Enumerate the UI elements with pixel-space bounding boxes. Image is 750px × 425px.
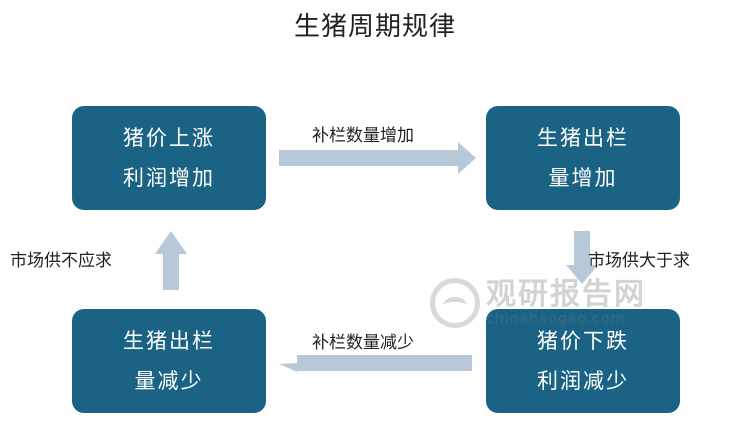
box-price-rise-line2: 利润增加 — [123, 166, 215, 190]
label-restock-decrease: 补栏数量减少 — [312, 333, 414, 353]
arrow-up-left — [155, 231, 187, 290]
box-supply-decrease-line2: 量减少 — [134, 369, 204, 393]
box-price-fall-line2: 利润减少 — [537, 369, 629, 393]
label-undersupply: 市场供不应求 — [10, 251, 112, 271]
box-price-fall-line1: 猪价下跌 — [537, 329, 629, 353]
box-supply-increase-line2: 量增加 — [548, 166, 618, 190]
box-supply-decrease: 生猪出栏 量减少 — [72, 309, 266, 413]
box-price-rise-line1: 猪价上涨 — [123, 126, 215, 150]
label-restock-increase: 补栏数量增加 — [312, 126, 414, 146]
label-oversupply: 市场供大于求 — [588, 251, 690, 271]
diagram-title: 生猪周期规律 — [293, 12, 456, 42]
box-supply-increase: 生猪出栏 量增加 — [486, 106, 680, 210]
arrow-down-right — [566, 231, 598, 284]
watermark-cn: 观研报告网 — [486, 277, 646, 312]
watermark-en: chinabaogao.com — [486, 311, 626, 327]
watermark-logo-icon — [430, 278, 480, 328]
box-price-fall: 猪价下跌 利润减少 — [486, 309, 680, 413]
box-supply-increase-line1: 生猪出栏 — [537, 126, 629, 150]
arrow-left-bottom — [279, 355, 472, 372]
arrow-right-top — [279, 142, 476, 174]
box-price-rise: 猪价上涨 利润增加 — [72, 106, 266, 210]
box-supply-decrease-line1: 生猪出栏 — [123, 329, 215, 353]
watermark: 观研报告网 chinabaogao.com — [430, 278, 646, 328]
